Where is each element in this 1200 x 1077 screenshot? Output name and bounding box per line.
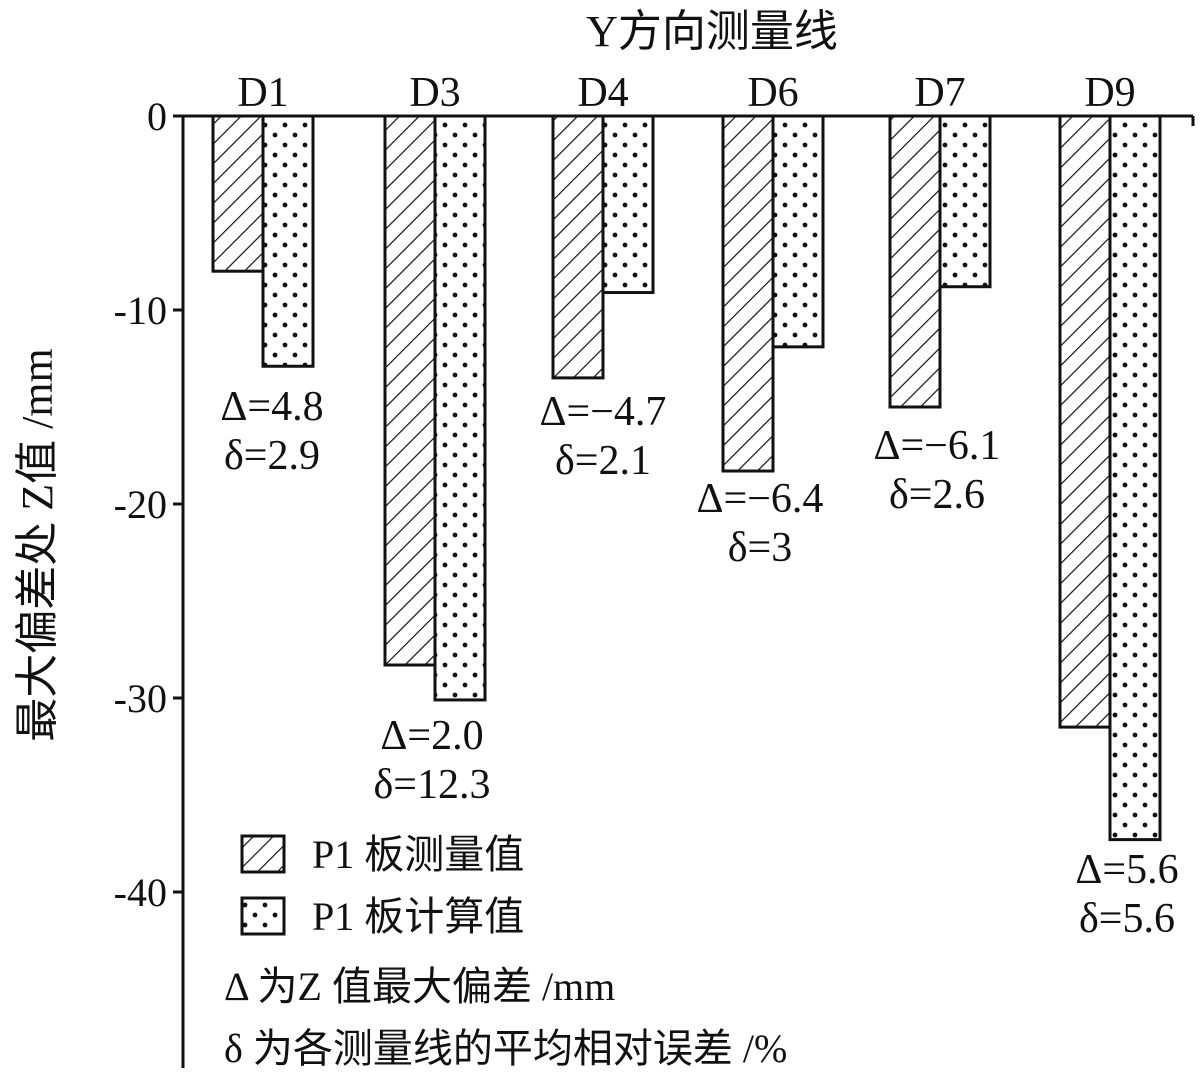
y-tick-label: -40	[114, 870, 167, 915]
legend-note: δ 为各测量线的平均相对误差 /%	[224, 1026, 787, 1071]
legend-note: Δ 为Z 值最大偏差 /mm	[224, 964, 615, 1009]
sigma-annotation: δ=3	[728, 525, 792, 571]
x-category-label: D1	[237, 70, 288, 116]
delta-annotation: Δ=−6.4	[697, 476, 824, 522]
legend: P1 板测量值 P1 板计算值 Δ 为Z 值最大偏差 /mm δ 为各测量线的平均相对…	[224, 832, 787, 1071]
bar-calculated	[261, 114, 315, 368]
delta-annotation: Δ=4.8	[220, 384, 323, 430]
x-category-label: D9	[1084, 70, 1135, 116]
y-tick-label: -20	[114, 482, 167, 527]
y-tick-label: -30	[114, 676, 167, 721]
delta-annotation: Δ=−4.7	[540, 389, 667, 435]
bar-calculated	[433, 114, 487, 702]
x-category-label: D3	[409, 70, 460, 116]
bar-measured	[1058, 114, 1112, 729]
bar-calculated	[601, 114, 655, 295]
sigma-annotation: δ=2.1	[555, 438, 651, 484]
y-tick-label: -10	[114, 288, 167, 333]
x-category-label: D6	[747, 70, 798, 116]
bar-measured	[721, 114, 775, 473]
bar-calculated	[938, 114, 992, 289]
sigma-annotation: δ=12.3	[374, 762, 491, 808]
bar-calculated	[771, 114, 825, 349]
chart-title: Y方向测量线	[586, 7, 838, 56]
delta-annotation: Δ=5.6	[1075, 847, 1178, 893]
y-tick-label: 0	[147, 94, 167, 139]
bar-calculated	[1108, 114, 1162, 842]
delta-annotation: Δ=2.0	[380, 713, 483, 759]
bar-measured	[211, 114, 265, 273]
sigma-annotation: δ=2.6	[889, 472, 985, 518]
delta-annotation: Δ=−6.1	[874, 423, 1001, 469]
bar-measured	[383, 114, 437, 667]
bar-measured	[888, 114, 942, 409]
plot-area: 0 -10 -20 -30 -40 D1 D3 D4 D6 D7 D9Δ=4.8δ=2.9Δ=2.0…	[114, 70, 1195, 1068]
x-category-label: D7	[914, 70, 965, 116]
legend-swatch	[240, 834, 286, 874]
y-axis-label: 最大偏差处 Z值 /mm	[13, 348, 62, 742]
legend-entry: P1 板计算值	[312, 894, 524, 939]
x-category-label: D4	[577, 70, 628, 116]
legend-swatch	[240, 896, 286, 936]
sigma-annotation: δ=5.6	[1079, 896, 1175, 942]
legend-entry: P1 板测量值	[312, 832, 524, 877]
sigma-annotation: δ=2.9	[224, 433, 320, 479]
bar-measured	[551, 114, 605, 380]
